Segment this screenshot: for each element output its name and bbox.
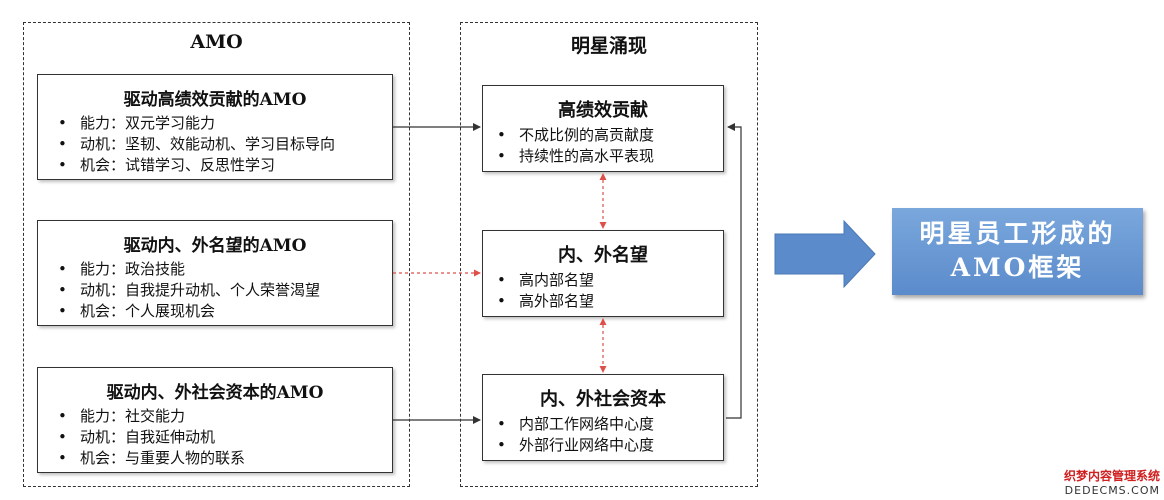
watermark-line-1: 织梦内容管理系统 bbox=[1063, 469, 1160, 483]
list-item: •外部行业网络中心度 bbox=[497, 436, 655, 454]
list-item: •机会：个人展现机会 bbox=[58, 302, 216, 320]
block-arrow bbox=[774, 219, 876, 289]
result-box: 明星员工形成的 AMO框架 bbox=[892, 208, 1143, 295]
result-line-2: AMO框架 bbox=[950, 253, 1085, 282]
list-item: •动机：坚韧、效能动机、学习目标导向 bbox=[58, 135, 336, 153]
list-item: •内部工作网络中心度 bbox=[497, 415, 655, 433]
amo-box-title: 驱动内、外名望的AMO bbox=[123, 236, 307, 256]
star-box-reputation: 内、外名望 •高内部名望 •高外部名望 bbox=[482, 230, 724, 317]
star-box-title: 内、外名望 bbox=[558, 245, 648, 266]
amo-box-title: 驱动高绩效贡献的AMO bbox=[123, 90, 307, 110]
result-line-1: 明星员工形成的 bbox=[919, 219, 1116, 248]
star-box-performance: 高绩效贡献 •不成比例的高贡献度 •持续性的高水平表现 bbox=[482, 85, 724, 172]
amo-panel-title: AMO bbox=[190, 31, 243, 53]
watermark-line-2: DEDECMS.COM bbox=[1064, 484, 1160, 497]
amo-box-reputation: 驱动内、外名望的AMO •能力：政治技能 •动机：自我提升动机、个人荣誉渴望 •… bbox=[37, 220, 393, 326]
list-item: •机会：与重要人物的联系 bbox=[58, 449, 246, 467]
list-item: •不成比例的高贡献度 bbox=[497, 126, 655, 144]
list-item: •机会：试错学习、反思性学习 bbox=[58, 156, 276, 174]
star-box-title: 高绩效贡献 bbox=[558, 100, 648, 121]
list-item: •持续性的高水平表现 bbox=[497, 147, 655, 165]
amo-box-title: 驱动内、外社会资本的AMO bbox=[106, 383, 324, 403]
star-box-social-capital: 内、外社会资本 •内部工作网络中心度 •外部行业网络中心度 bbox=[482, 374, 724, 461]
list-item: •高内部名望 bbox=[497, 271, 595, 289]
star-box-title: 内、外社会资本 bbox=[540, 389, 666, 410]
watermark: 织梦内容管理系统 DEDECMS.COM bbox=[1064, 467, 1160, 497]
list-item: •能力：社交能力 bbox=[58, 407, 186, 425]
list-item: •动机：自我延伸动机 bbox=[58, 428, 216, 446]
feedback-loop bbox=[726, 123, 742, 419]
star-emergence-panel: 明星涌现 bbox=[460, 22, 758, 487]
list-item: •能力：政治技能 bbox=[58, 260, 186, 278]
amo-panel: AMO bbox=[23, 22, 410, 487]
amo-box-social-capital: 驱动内、外社会资本的AMO •能力：社交能力 •动机：自我延伸动机 •机会：与重… bbox=[37, 367, 393, 473]
star-emergence-panel-title: 明星涌现 bbox=[570, 35, 647, 57]
list-item: •能力：双元学习能力 bbox=[58, 114, 216, 132]
amo-box-performance: 驱动高绩效贡献的AMO •能力：双元学习能力 •动机：坚韧、效能动机、学习目标导… bbox=[37, 74, 393, 180]
list-item: •高外部名望 bbox=[497, 292, 595, 310]
list-item: •动机：自我提升动机、个人荣誉渴望 bbox=[58, 281, 321, 299]
